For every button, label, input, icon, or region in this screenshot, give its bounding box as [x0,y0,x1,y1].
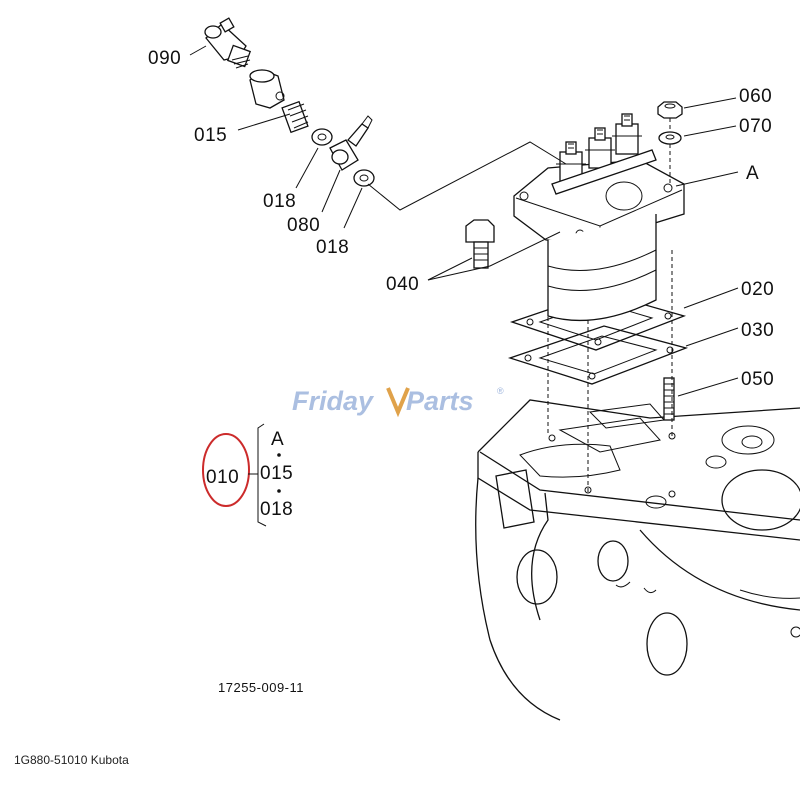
fitting-090 [204,17,252,69]
watermark-registered-mark: ® [497,386,504,396]
assembly-group: 010 A 015 018 [202,423,293,527]
callout-030: 030 [741,320,774,341]
banjo-bolt-015 [249,69,309,134]
callout-060: 060 [739,86,772,107]
watermark: Friday Parts ® [292,386,504,418]
callout-018-upper: 018 [263,191,296,212]
washer-018-lower [353,169,375,187]
washer-070 [658,131,682,145]
callout-020: 020 [741,279,774,300]
assembly-number: 010 [206,467,239,488]
callout-040: 040 [386,274,419,295]
group-member-a: A [271,429,284,450]
callout-090: 090 [148,48,181,69]
callout-018-lower: 018 [316,237,349,258]
part-caption: 1G880-51010 Kubota [14,753,129,767]
injection-pump [513,113,685,322]
group-bracket [248,423,267,527]
leader-lines [189,45,739,397]
watermark-brand-b: Parts [406,386,474,416]
engine-block [475,399,800,721]
group-member-018: 018 [260,499,293,520]
separator-dot [277,453,281,457]
group-member-015: 015 [260,463,293,484]
watermark-swoosh-icon [386,387,410,418]
stud-050 [663,377,675,421]
callout-050: 050 [741,369,774,390]
nut-060 [657,101,683,119]
highlight-circle [202,433,250,507]
callout-080: 080 [287,215,320,236]
callout-a: A [746,163,759,184]
gasket-030 [507,325,689,385]
separator-dot [277,489,281,493]
callout-015: 015 [194,125,227,146]
banjo-080 [329,115,373,171]
bolt-040 [465,219,495,269]
callout-070: 070 [739,116,772,137]
drawing-number: 17255-009-11 [218,680,304,695]
watermark-brand-a: Friday [292,386,375,416]
washer-018-upper [311,128,333,146]
